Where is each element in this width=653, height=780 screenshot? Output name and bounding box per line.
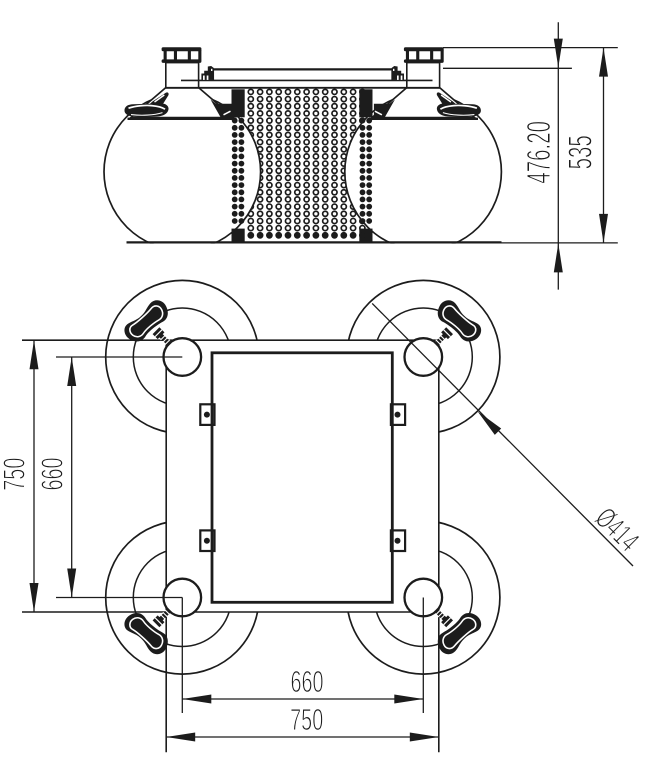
svg-text:750: 750 bbox=[290, 701, 323, 737]
svg-text:660: 660 bbox=[34, 457, 70, 490]
svg-text:660: 660 bbox=[290, 663, 323, 699]
svg-text:476.20: 476.20 bbox=[520, 121, 557, 184]
svg-text:750: 750 bbox=[0, 458, 32, 491]
svg-text:535: 535 bbox=[562, 135, 599, 169]
